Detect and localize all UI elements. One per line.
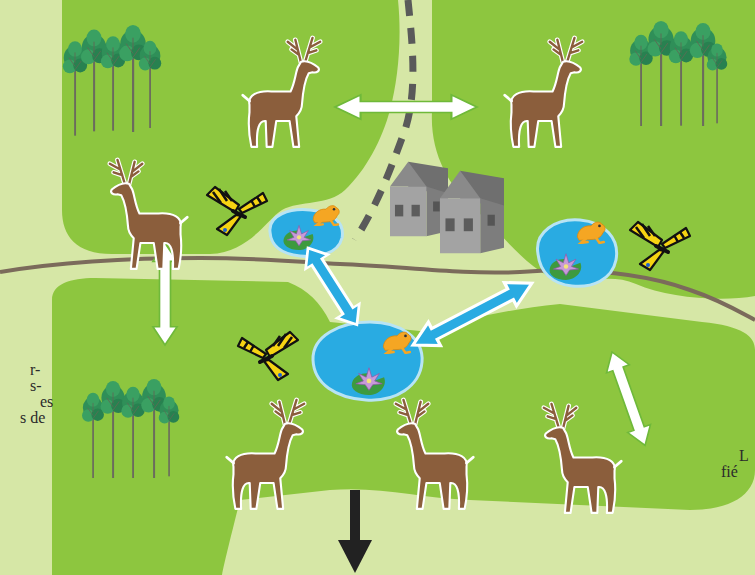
cropped-text: es	[40, 394, 53, 410]
butterflies	[207, 187, 690, 380]
down-arrow	[338, 490, 372, 573]
deer	[110, 38, 621, 513]
tree-clusters	[63, 21, 727, 478]
corridor-arrows	[153, 95, 657, 449]
cropped-text: s-	[30, 378, 42, 394]
cropped-text: r-	[30, 362, 40, 378]
cropped-text: L	[739, 448, 749, 464]
houses	[390, 162, 504, 253]
road	[0, 258, 755, 320]
cropped-text: fié	[721, 464, 738, 480]
habitat-patches	[52, 0, 755, 575]
cropped-text: s de	[20, 410, 45, 426]
